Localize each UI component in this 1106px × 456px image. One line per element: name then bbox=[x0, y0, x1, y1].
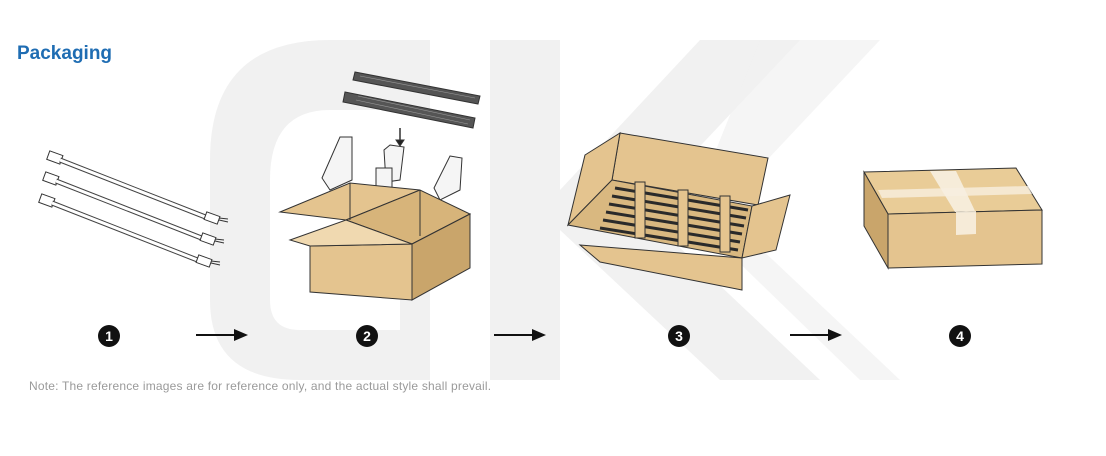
open-box-illustration bbox=[278, 71, 481, 301]
page-title: Packaging bbox=[17, 43, 113, 64]
sealed-box-illustration bbox=[863, 167, 1043, 270]
packed-box-illustration bbox=[566, 131, 791, 291]
step-4-marker: 4 bbox=[949, 325, 971, 347]
arrow-right-icon bbox=[790, 329, 842, 341]
step-1-marker: 1 bbox=[98, 325, 120, 347]
arrow-right-icon bbox=[494, 329, 546, 341]
reference-note: Note: The reference images are for refer… bbox=[29, 379, 492, 393]
cables-illustration bbox=[38, 150, 229, 268]
arrow-right-icon bbox=[196, 329, 248, 341]
step-2-marker: 2 bbox=[356, 325, 378, 347]
step-3-marker: 3 bbox=[668, 325, 690, 347]
